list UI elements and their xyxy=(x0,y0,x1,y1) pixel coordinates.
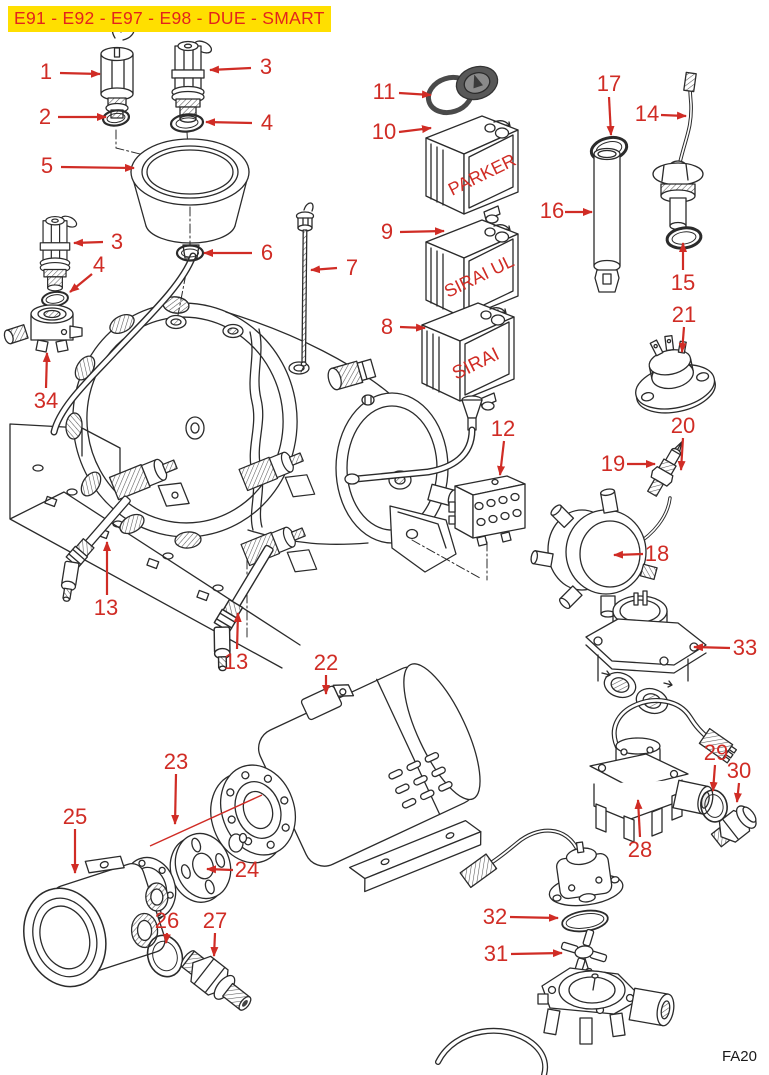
sight-glass-16 xyxy=(593,147,621,293)
fitting-27 xyxy=(180,950,252,1011)
callout-12: 12 xyxy=(490,416,516,441)
callout-arrow-28 xyxy=(634,799,643,838)
callout-arrow-17 xyxy=(606,96,615,136)
callout-arrow-11 xyxy=(398,90,432,99)
callout-4b: 4 xyxy=(92,252,106,277)
callout-3b: 3 xyxy=(110,229,124,254)
gasket-4 xyxy=(169,113,205,133)
callout-13b: 13 xyxy=(223,649,249,674)
callout-arrow-4a xyxy=(205,118,253,127)
callout-33: 33 xyxy=(732,635,758,660)
callout-5: 5 xyxy=(40,153,54,178)
banjo-fitting xyxy=(344,473,360,485)
callout-11: 11 xyxy=(372,79,396,104)
callout-arrow-13b xyxy=(233,612,242,650)
callout-arrow-26 xyxy=(162,932,171,944)
callout-28: 28 xyxy=(627,837,653,862)
callout-arrow-32 xyxy=(509,913,559,922)
safety-valve-1 xyxy=(100,21,135,119)
level-probe-7 xyxy=(295,202,315,367)
callout-15: 15 xyxy=(670,270,696,295)
flow-sensor-32 xyxy=(459,828,624,907)
refill-device-18 xyxy=(530,488,658,618)
pressure-pipe xyxy=(353,427,475,482)
callout-arrow-9 xyxy=(399,227,445,236)
flowmeter-33 xyxy=(585,590,707,715)
callout-31: 31 xyxy=(483,941,509,966)
flowmeter-body-bottom xyxy=(537,967,675,1045)
callout-10: 10 xyxy=(371,119,397,144)
impeller-31 xyxy=(560,928,608,976)
callout-arrow-10 xyxy=(398,125,432,134)
callout-arrow-21 xyxy=(678,326,687,353)
callout-19: 19 xyxy=(600,451,626,476)
funnel-cup-5 xyxy=(130,138,250,259)
fitting-34 xyxy=(3,304,83,353)
callout-20: 20 xyxy=(670,413,696,438)
callout-7: 7 xyxy=(345,255,359,280)
boiler xyxy=(65,296,481,579)
callout-arrow-5 xyxy=(60,163,135,172)
callout-arrow-29 xyxy=(709,764,718,792)
boiler-rim-bosses xyxy=(65,296,202,549)
callout-arrow-30 xyxy=(733,782,742,803)
page-code: FA20 xyxy=(721,1048,757,1065)
callout-32: 32 xyxy=(482,904,508,929)
callout-arrow-12 xyxy=(497,440,506,476)
callout-arrow-3a xyxy=(209,65,252,74)
callout-21: 21 xyxy=(671,302,697,327)
callout-3a: 3 xyxy=(259,54,273,79)
callout-27: 27 xyxy=(202,908,228,933)
callout-8: 8 xyxy=(380,314,394,339)
callout-29: 29 xyxy=(703,740,729,765)
callout-13a: 13 xyxy=(93,595,119,620)
terminal-block-12 xyxy=(448,475,526,547)
callout-18: 18 xyxy=(644,541,670,566)
callout-arrow-24 xyxy=(206,865,234,874)
callout-6: 6 xyxy=(260,240,274,265)
level-electrode-19-20 xyxy=(647,441,683,497)
plug-30 xyxy=(710,805,757,848)
callout-30: 30 xyxy=(726,758,752,783)
callout-arrow-34 xyxy=(42,352,51,389)
callout-22: 22 xyxy=(313,650,339,675)
callout-arrow-33 xyxy=(693,643,731,652)
callout-24: 24 xyxy=(234,857,260,882)
pump-head-25 xyxy=(23,855,169,988)
callout-25: 25 xyxy=(62,804,88,829)
callout-1: 1 xyxy=(39,59,53,84)
callout-arrow-20 xyxy=(677,437,686,471)
callout-23: 23 xyxy=(163,749,189,774)
callout-arrow-1 xyxy=(59,69,101,78)
callout-14: 14 xyxy=(634,101,660,126)
callout-9: 9 xyxy=(380,219,394,244)
motor-base xyxy=(348,819,482,893)
gasket-set-11 xyxy=(425,65,499,116)
callout-arrow-14 xyxy=(660,111,687,120)
drain-pipe xyxy=(51,253,196,435)
callout-arrow-23 xyxy=(171,773,180,825)
thermostat-21 xyxy=(635,335,716,414)
callout-arrow-7 xyxy=(310,265,338,274)
callout-4a: 4 xyxy=(260,110,274,135)
callout-34: 34 xyxy=(33,388,59,413)
callout-arrow-3b xyxy=(73,238,104,247)
callout-arrow-18 xyxy=(613,550,644,559)
callout-23-axis-line xyxy=(149,794,263,847)
callout-17: 17 xyxy=(596,71,622,96)
motor-22 xyxy=(210,663,482,893)
boiler-bottom-fittings xyxy=(108,451,318,573)
page-title: E91 - E92 - E97 - E98 - DUE - SMART xyxy=(8,6,331,32)
callout-arrow-27 xyxy=(210,932,219,957)
callout-arrow-31 xyxy=(510,949,563,958)
callout-26: 26 xyxy=(154,908,180,933)
callout-16: 16 xyxy=(539,198,565,223)
callout-arrow-4b xyxy=(69,273,93,293)
callout-arrow-8 xyxy=(399,323,426,332)
boiler-top-fitting xyxy=(327,358,377,391)
callout-2: 2 xyxy=(38,104,52,129)
washer-26 xyxy=(146,934,184,978)
